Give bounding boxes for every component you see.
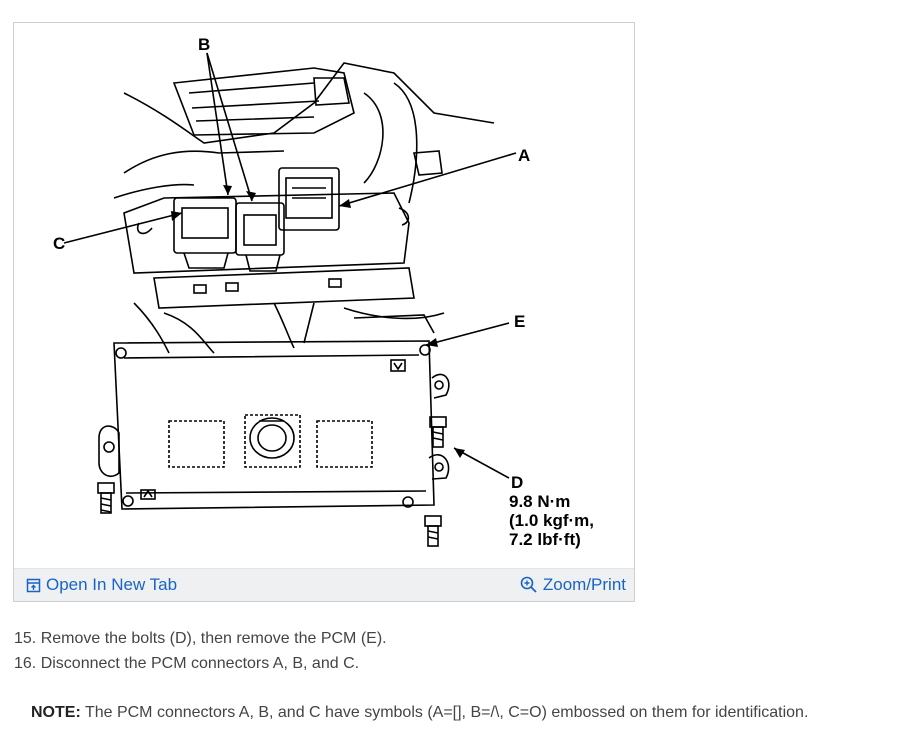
open-tab-icon (26, 578, 41, 592)
open-in-new-tab-link[interactable]: Open In New Tab (26, 575, 177, 595)
engine-bay-sketch (63, 52, 517, 547)
torque-line-2: (1.0 kgf·m, (509, 511, 594, 530)
bolt-icon (97, 482, 115, 514)
leader-arrowheads (171, 185, 465, 458)
callout-d: D (511, 473, 523, 492)
note-text: The PCM connectors A, B, and C have symb… (80, 704, 809, 721)
step-15: 15. Remove the bolts (D), then remove th… (14, 630, 387, 647)
pcm-removal-diagram[interactable]: B C A E D 9.8 N·m (1.0 kgf·m, 7.2 lbf·ft… (14, 23, 634, 569)
note-label: NOTE: (31, 704, 81, 721)
torque-line-3: 7.2 lbf·ft) (509, 530, 581, 549)
zoom-in-icon (520, 576, 537, 593)
callout-e: E (514, 312, 525, 331)
zoom-print-label: Zoom/Print (542, 575, 626, 594)
open-in-new-tab-label: Open In New Tab (46, 575, 178, 594)
identification-note: NOTE: The PCM connectors A, B, and C hav… (31, 704, 808, 722)
callout-b: B (198, 35, 210, 54)
callout-a: A (518, 146, 530, 165)
figure-card: B C A E D 9.8 N·m (1.0 kgf·m, 7.2 lbf·ft… (13, 22, 635, 602)
zoom-print-link[interactable]: Zoom/Print (520, 575, 626, 595)
procedure-steps: 15. Remove the bolts (D), then remove th… (14, 626, 387, 676)
figure-footer: Open In New Tab Zoom/Print (14, 568, 634, 601)
torque-line-1: 9.8 N·m (509, 492, 570, 511)
callout-c: C (53, 234, 65, 253)
step-16: 16. Disconnect the PCM connectors A, B, … (14, 655, 360, 672)
